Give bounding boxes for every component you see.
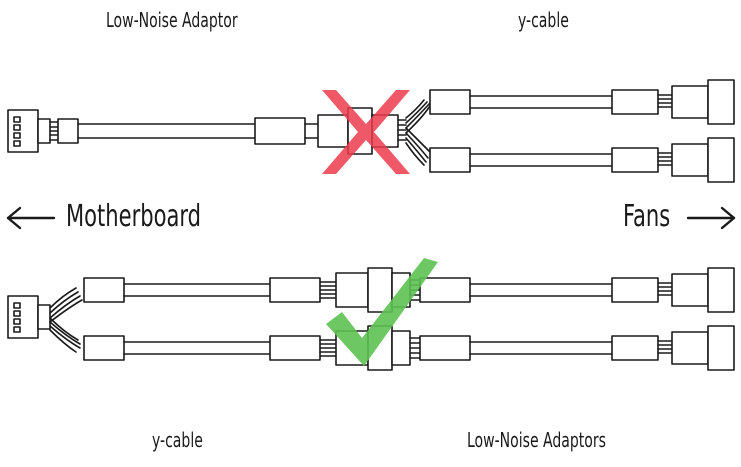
top-assembly: [7, 79, 735, 183]
bottom-motherboard-connector: [7, 295, 51, 339]
green-check-icon: [326, 258, 438, 366]
red-x-icon: [322, 90, 410, 174]
top-y-cable: [405, 79, 735, 183]
top-left-label: Low-Noise Adaptor: [106, 8, 238, 32]
motherboard-label: Motherboard: [66, 199, 202, 234]
fans-label: Fans: [623, 199, 671, 234]
top-motherboard-connector: [7, 109, 79, 153]
arrow-left-icon: [6, 206, 56, 230]
bottom-right-label: Low-Noise Adaptors: [467, 428, 606, 452]
bottom-left-label: y-cable: [152, 428, 203, 452]
bottom-y-cable: [49, 277, 337, 361]
top-right-label: y-cable: [518, 8, 569, 32]
arrow-right-icon: [686, 206, 736, 230]
